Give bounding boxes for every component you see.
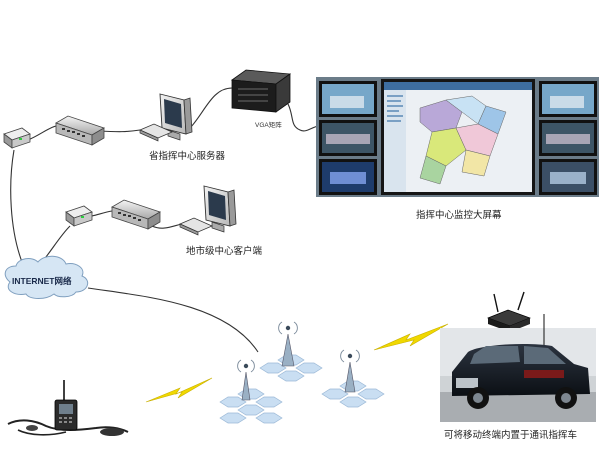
vga-matrix-label: VGA矩阵 [255,120,282,129]
internet-cloud [4,255,89,299]
tower-center [278,321,298,367]
mobile-wireless-router [487,291,531,332]
core-router [3,127,31,149]
video-wall [316,77,599,197]
provincial-server-label: 省指挥中心服务器 [149,150,226,162]
command-vehicle-label: 可将移动终端内置于通讯指挥车 [444,429,577,441]
city-switch [111,199,161,230]
command-vehicle-photo [440,314,596,422]
city-client-computer [179,185,237,236]
provincial-server-computer [139,93,193,142]
left-monitor-column [319,81,377,195]
big-screen-label: 指挥中心监控大屏幕 [416,209,502,221]
center-map-screen [381,79,535,195]
city-router [65,205,93,227]
tower-left [237,359,255,401]
hex-cell-cluster-left [219,388,283,424]
provincial-switch [55,115,105,146]
wireless-link-right [373,323,449,351]
city-client-label: 地市级中心客户端 [186,245,263,257]
internet-label: INTERNET网络 [12,276,72,286]
right-monitor-column [539,81,597,195]
tower-right [340,349,360,393]
vga-matrix-device [230,69,292,113]
handheld-terminal [7,380,129,436]
wireless-link-left [145,377,213,403]
